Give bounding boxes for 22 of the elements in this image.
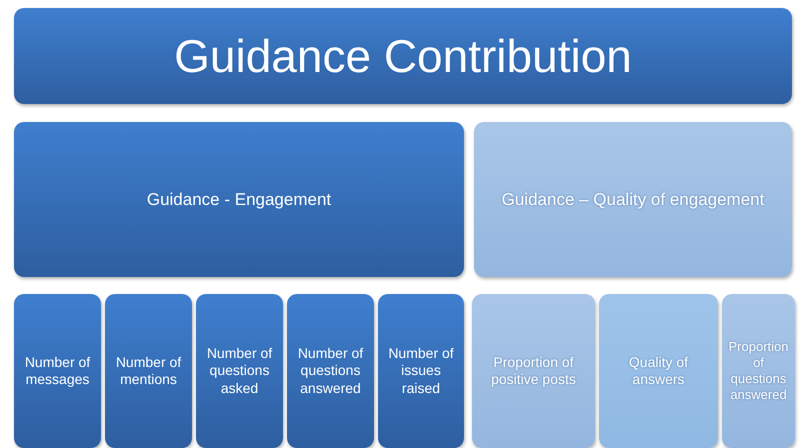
box-label: Number of messages bbox=[24, 354, 92, 388]
box-label: Number of questions asked bbox=[206, 344, 274, 398]
metric-box bbox=[722, 294, 795, 448]
metric-box bbox=[196, 294, 283, 448]
box-label: Number of issues raised bbox=[387, 344, 455, 398]
box-label: Guidance – Quality of engagement bbox=[500, 188, 766, 210]
box-label: Number of mentions bbox=[114, 354, 182, 388]
metric-box bbox=[14, 294, 101, 448]
box-label: Quality of answers bbox=[628, 354, 690, 388]
title-banner bbox=[14, 8, 792, 104]
category-box bbox=[14, 122, 464, 277]
box-label: Proportion of questions answered bbox=[728, 338, 790, 404]
metric-box bbox=[287, 294, 374, 448]
metric-box bbox=[105, 294, 192, 448]
title-text: Guidance Contribution bbox=[173, 30, 633, 82]
metric-box bbox=[378, 294, 464, 448]
category-box bbox=[474, 122, 792, 277]
box-label: Guidance - Engagement bbox=[146, 188, 332, 210]
box-label: Proportion of positive posts bbox=[490, 354, 577, 388]
metric-box bbox=[599, 294, 718, 448]
box-label: Number of questions answered bbox=[296, 344, 364, 398]
metric-box bbox=[472, 294, 595, 448]
